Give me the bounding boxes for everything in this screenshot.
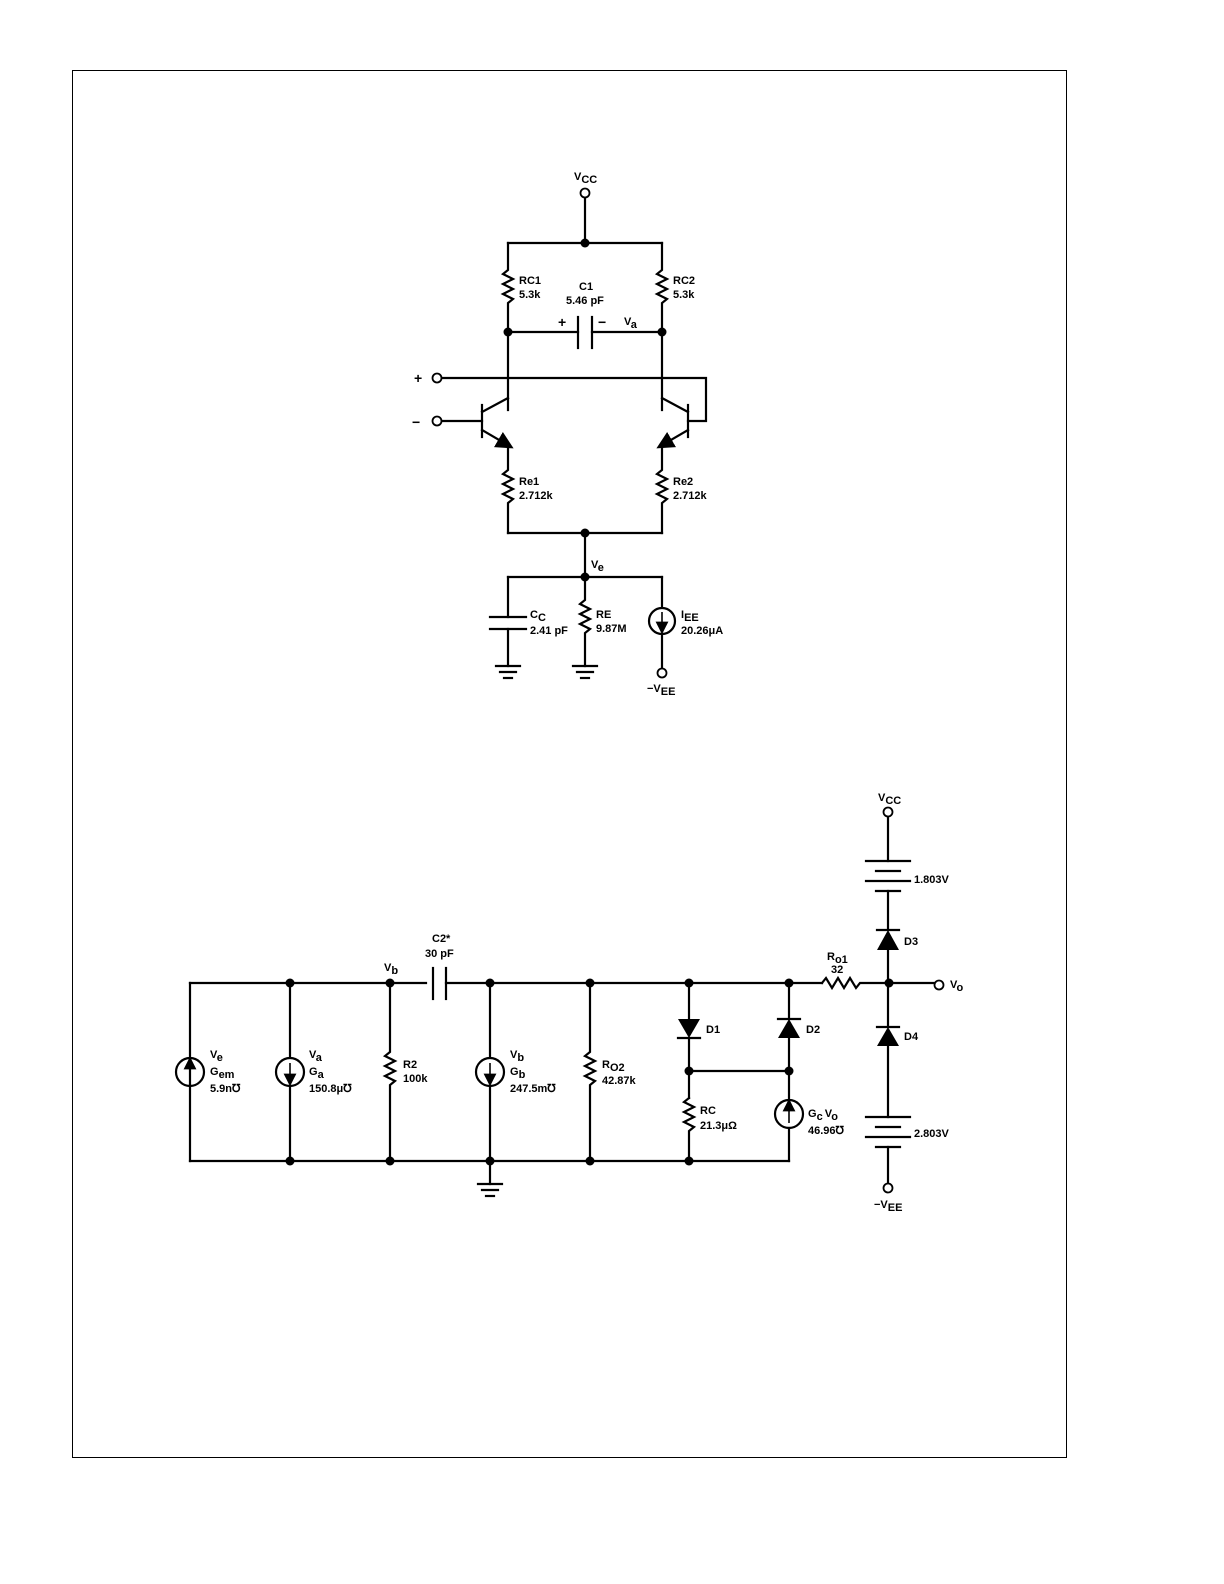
gb-vb-label: Vb [510, 1049, 524, 1064]
vee-terminal-top [656, 667, 668, 679]
re1-name: Re1 [519, 476, 539, 488]
ro2-value: 42.87k [602, 1075, 637, 1087]
va-label-top: Va [624, 316, 638, 331]
plus-input-terminal [431, 372, 443, 384]
rc2-resistor [654, 241, 670, 334]
d1-label: D1 [706, 1024, 720, 1036]
ground-icon [494, 664, 522, 680]
iee-value: 20.26μA [681, 625, 723, 637]
cc-name: CC [530, 609, 546, 624]
rc2-name: RC2 [673, 275, 695, 287]
r2-value: 100k [403, 1073, 428, 1085]
re2-name: Re2 [673, 476, 693, 488]
r2-resistor [382, 981, 398, 1163]
ga-value: 150.8μ℧ [309, 1083, 352, 1095]
d4-diode [877, 1027, 899, 1046]
gcvo-value: 46.96℧ [808, 1125, 845, 1137]
ga-label: Ga [309, 1066, 325, 1081]
d1-diode [678, 1019, 700, 1038]
re-resistor [577, 575, 593, 668]
vee-terminal-bottom [882, 1182, 894, 1194]
cc-value: 2.41 pF [530, 625, 568, 637]
gem-label: Gem [210, 1066, 235, 1081]
vo-label: Vo [950, 979, 964, 994]
c2-value: 30 pF [425, 948, 454, 960]
rc1-name: RC1 [519, 275, 541, 287]
rc2-value: 5.3k [673, 289, 695, 301]
c1-value: 5.46 pF [566, 295, 604, 307]
re-name: RE [596, 609, 611, 621]
gem-ve-label: Ve [210, 1049, 223, 1064]
d3-diode [877, 930, 899, 950]
ga-va-label: Va [309, 1049, 323, 1064]
rc-value: 21.3μΩ [700, 1120, 737, 1132]
r2-name: R2 [403, 1059, 417, 1071]
gem-value: 5.9n℧ [210, 1083, 241, 1095]
d2-label: D2 [806, 1024, 820, 1036]
vee-label-top: −VEE [647, 683, 675, 698]
ground-icon [476, 1182, 504, 1198]
vcc-label-bottom: VCC [878, 792, 901, 807]
vcc-terminal-top [579, 187, 591, 199]
rc1-resistor [500, 241, 516, 334]
rc1-value: 5.3k [519, 289, 541, 301]
vb-node-label: Vb [384, 962, 398, 977]
c1-name: C1 [579, 281, 593, 293]
minus-input-label: − [412, 414, 420, 430]
small-signal-model: Ve Gem 5.9n℧ Va Ga 150.8μ℧ Vb R2 100k C2… [174, 792, 964, 1214]
battery-1-value: 1.803V [914, 874, 950, 886]
re1-resistor [500, 442, 516, 535]
battery-1803-icon [864, 859, 912, 893]
gb-label: Gb [510, 1066, 526, 1081]
c2-name: C2* [432, 933, 451, 945]
differential-input-stage: VCC RC1 5.3k RC2 5.3k C1 5.46 pF + − Va … [412, 171, 723, 698]
ground-icon [571, 664, 599, 680]
ve-label-top: Ve [591, 559, 604, 574]
ro1-name: Ro1 [827, 951, 848, 966]
vee-label-bottom: −VEE [874, 1199, 902, 1214]
q2-transistor [656, 396, 690, 449]
minus-input-terminal [431, 415, 443, 427]
q1-transistor [480, 396, 514, 449]
ro1-value: 32 [831, 964, 843, 976]
rc-name: RC [700, 1105, 716, 1117]
vcc-label-top: VCC [574, 171, 597, 186]
vcc-terminal-bottom [882, 806, 894, 818]
re1-value: 2.712k [519, 490, 554, 502]
c1-plus: + [558, 314, 566, 330]
ro2-resistor [582, 981, 598, 1163]
page-border [72, 70, 1067, 1458]
battery-2803-icon [864, 1115, 912, 1149]
ro1-resistor [820, 975, 891, 991]
re2-resistor [654, 442, 670, 535]
re-value: 9.87M [596, 623, 627, 635]
c1-minus: − [598, 314, 606, 330]
ro2-name: RO2 [602, 1059, 625, 1074]
d2-diode [778, 1019, 800, 1038]
re2-value: 2.712k [673, 490, 708, 502]
plus-input-label: + [414, 370, 422, 386]
d3-label: D3 [904, 936, 918, 948]
gb-value: 247.5m℧ [510, 1083, 556, 1095]
battery-2-value: 2.803V [914, 1128, 950, 1140]
vo-terminal [933, 979, 945, 991]
iee-name: IEE [681, 609, 699, 624]
d4-label: D4 [904, 1031, 919, 1043]
rc-resistor [681, 1096, 697, 1163]
